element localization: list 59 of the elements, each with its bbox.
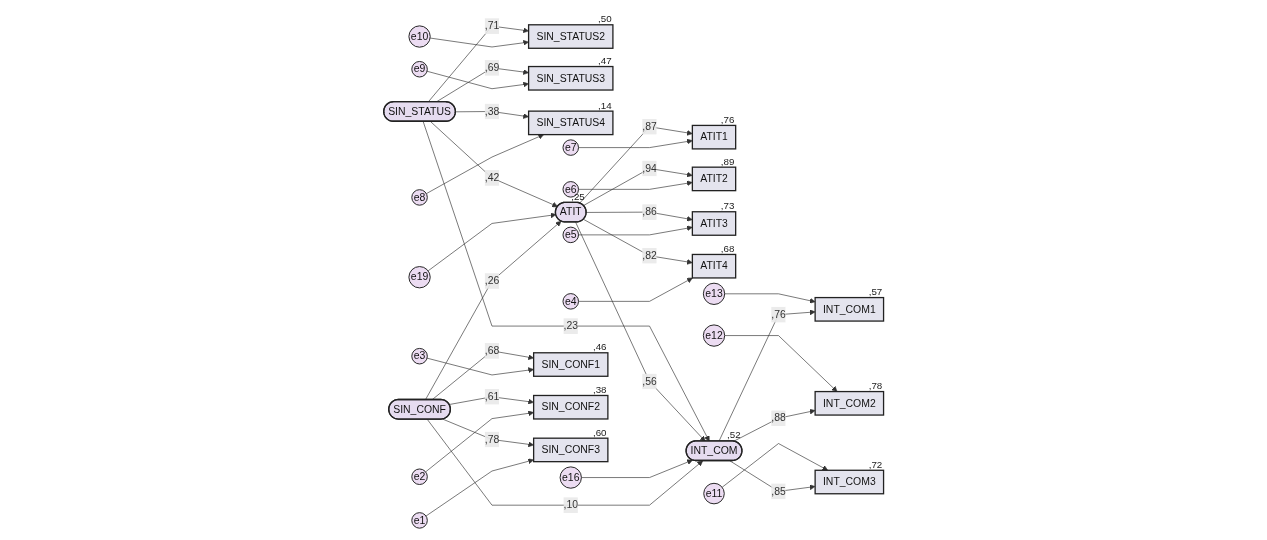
edge-label: ,68 xyxy=(484,345,500,357)
node-box: SIN_CONF3 xyxy=(532,437,609,463)
node-box: SIN_CONF2 xyxy=(532,394,609,420)
node-box: ATIT1 xyxy=(691,124,737,150)
node-box: INT_COM1 xyxy=(814,296,885,322)
node-circle: e4 xyxy=(562,293,579,310)
node-box: SIN_STATUS3 xyxy=(527,65,614,91)
edge-label: ,26 xyxy=(484,275,500,287)
node-circle: e7 xyxy=(562,139,579,156)
edge-label: ,85 xyxy=(771,485,786,497)
edge-label: ,94 xyxy=(642,162,657,174)
node-box: ATIT3 xyxy=(691,211,737,236)
edge-label: ,56 xyxy=(642,375,657,387)
r-squared-value: ,76 xyxy=(720,113,735,125)
node-circle: e13 xyxy=(702,282,725,305)
r-squared-value: ,46 xyxy=(592,341,607,353)
r-squared-value: ,14 xyxy=(597,99,612,111)
edge-label: ,71 xyxy=(484,20,500,32)
r-squared-value: ,47 xyxy=(597,54,612,66)
edge-label: ,76 xyxy=(771,308,786,320)
edge-label: ,38 xyxy=(484,105,500,117)
node-circle: e2 xyxy=(411,468,428,485)
edge-label: ,10 xyxy=(563,499,578,511)
node-box: ATIT4 xyxy=(691,253,737,279)
edge-label: ,23 xyxy=(563,320,578,332)
r-squared-value: ,72 xyxy=(868,458,883,470)
edge-label: ,87 xyxy=(642,120,657,132)
node-circle: e8 xyxy=(411,189,428,206)
r-squared-value: ,38 xyxy=(592,383,607,395)
node-box: INT_COM3 xyxy=(814,469,885,495)
r-squared-value: ,78 xyxy=(868,379,883,391)
node-box: SIN_CONF1 xyxy=(532,352,609,377)
edge-label: ,69 xyxy=(484,61,500,74)
node-circle: e1 xyxy=(411,512,428,529)
r-squared-value: ,89 xyxy=(720,155,735,167)
r-squared-value: ,57 xyxy=(868,285,883,297)
r-squared-value: ,60 xyxy=(592,426,607,438)
node-circle: e12 xyxy=(702,324,725,347)
edge-label: ,42 xyxy=(484,172,500,184)
node-box: SIN_STATUS4 xyxy=(527,110,614,136)
edge-label: ,61 xyxy=(484,390,500,403)
node-box: ATIT2 xyxy=(691,166,737,192)
edge-label: ,82 xyxy=(642,249,657,261)
r-squared-value: ,50 xyxy=(597,13,612,25)
node-circle: e3 xyxy=(411,347,428,365)
r-squared-value: ,68 xyxy=(720,242,735,254)
node-box: INT_COM2 xyxy=(814,390,885,416)
r-squared-value: ,73 xyxy=(720,200,735,212)
node-circle: e9 xyxy=(411,61,428,78)
edge-label: ,78 xyxy=(484,433,500,445)
edge-label: ,88 xyxy=(771,412,786,424)
edge-label: ,86 xyxy=(642,206,657,218)
node-box: SIN_STATUS2 xyxy=(527,24,614,49)
node-circle: e11 xyxy=(703,482,725,505)
node-circle: e16 xyxy=(559,466,582,489)
node-circle: e10 xyxy=(408,25,431,48)
node-circle: e5 xyxy=(562,226,579,244)
r-squared-value: ,52 xyxy=(726,429,741,441)
node-circle: e19 xyxy=(408,266,431,289)
